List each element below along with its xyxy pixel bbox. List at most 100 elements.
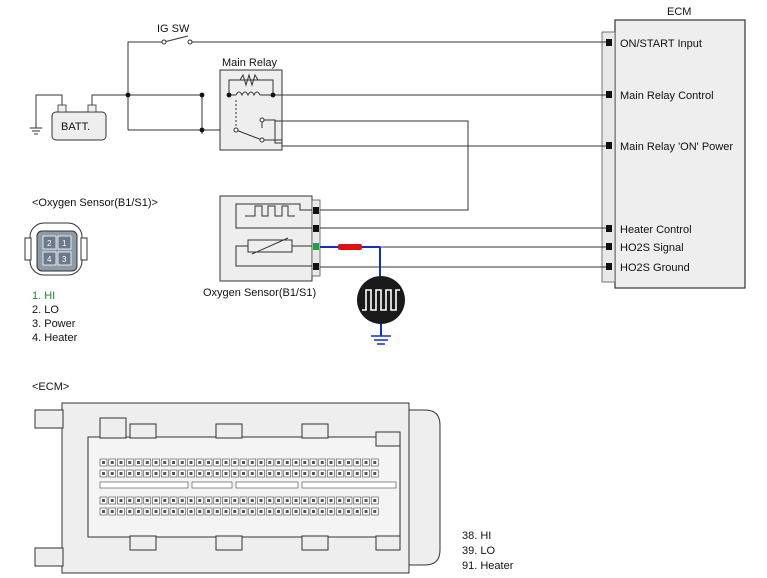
ecm-pin-cavity-dot xyxy=(329,461,333,464)
power-wiring xyxy=(91,35,606,134)
main-relay: Main Relay xyxy=(219,57,283,151)
connector-cavity-1 xyxy=(57,235,72,250)
ecm-pin-cavity-dot xyxy=(329,472,333,475)
ecm-pin-cavity-dot xyxy=(329,499,333,502)
ecm-pin-cavity-dot xyxy=(285,461,289,464)
ecm-pin-cavity-dot xyxy=(303,461,307,464)
ecm-pin-cavity-dot xyxy=(180,472,184,475)
ecm-pin-cavity-dot xyxy=(128,499,132,502)
junction-dot xyxy=(226,92,232,98)
ecm-pin-heater-control xyxy=(606,225,612,232)
ecm-box-outline xyxy=(614,19,746,289)
battery-body xyxy=(51,111,107,141)
ecm-pin-cavity-dot xyxy=(215,461,219,464)
ecm-pin-cavity-dot xyxy=(242,472,245,475)
ecm-pin-cavity-dot xyxy=(102,499,105,502)
ecm-pin-cavity-dot xyxy=(347,499,350,502)
ecm-pin-cavity-dot xyxy=(268,510,272,513)
ecm-pin-cavity-dot xyxy=(268,472,272,475)
ecm-pin-cavity-dot xyxy=(312,472,315,475)
ecm-pin-cavity-dot xyxy=(338,472,342,475)
sensor-pin-signal xyxy=(313,243,319,250)
junction-dot xyxy=(199,127,205,133)
ecm-pin-cavity-dot xyxy=(128,461,132,464)
relay-contact xyxy=(259,117,265,123)
ecm-pin-cavity-dot xyxy=(268,461,272,464)
ecm-pin-cavity-dot xyxy=(312,461,315,464)
ecm-pin-divider xyxy=(191,481,233,489)
ecm-pin-cavity-dot xyxy=(163,510,167,513)
ecm-pin-cavity-dot xyxy=(277,461,280,464)
ecm-pin-cavity-dot xyxy=(189,499,193,502)
main-relay-label: Main Relay xyxy=(222,57,278,69)
ecm-pin-divider xyxy=(99,481,189,489)
ecm-pin-cavity-dot xyxy=(224,461,228,464)
ecm-pin-cavity-dot xyxy=(364,472,368,475)
ecm-pin-cavity-dot xyxy=(285,510,289,513)
ecm-pin-cavity-dot xyxy=(250,472,254,475)
battery: BATT. xyxy=(51,104,107,141)
ecm-pin-cavity-dot xyxy=(355,472,359,475)
ecm-pin-cavity-dot xyxy=(198,499,202,502)
ecm-pin-cavity-dot xyxy=(277,510,280,513)
ecm-pin-cavity-dot xyxy=(373,499,377,502)
ecm-pin-cavity-dot xyxy=(110,499,114,502)
ecm-pin-cavity-dot xyxy=(268,499,272,502)
ecm-pin-divider xyxy=(100,519,380,524)
connector-sensor-title: <Oxygen Sensor(B1/S1)> xyxy=(32,197,158,209)
ig-switch-label: IG SW xyxy=(157,23,190,35)
ecm-pin-cavity-dot xyxy=(320,499,324,502)
ecm-pin-cavity-dot xyxy=(198,510,202,513)
signal-resistor-mark xyxy=(338,244,362,250)
sensor-pin xyxy=(313,207,319,214)
sensor-pin-list-item: 4. Heater xyxy=(32,332,78,344)
ecm-pin-cavity-dot xyxy=(347,510,350,513)
ecm-pin-cavity-dot xyxy=(233,499,237,502)
ecm-pin-cavity-dot xyxy=(294,461,298,464)
ecm-pin-cavity-dot xyxy=(320,461,324,464)
ecm-pin-cavity-dot xyxy=(207,499,210,502)
ecm-pin-cavity-dot xyxy=(102,510,105,513)
ecm-pin-cavity-dot xyxy=(119,510,123,513)
connector-ecm: <ECM> 38. HI 39. LO 91. Heater xyxy=(32,381,514,574)
ecm-pin-cavity-dot xyxy=(189,510,193,513)
ecm-pin-main-relay-on-power xyxy=(606,142,612,149)
oxygen-sensor-box xyxy=(219,195,313,282)
connector-cavity-number: 2 xyxy=(47,239,52,248)
ecm-pin-cavity-dot xyxy=(294,472,298,475)
ecm-pin-cavity-dot xyxy=(303,510,307,513)
ecm-pin-cavity-dot xyxy=(137,461,140,464)
ecm-pin-cavity-dot xyxy=(294,510,298,513)
ecm-pin-cavity-dot xyxy=(242,510,245,513)
connector-ecm-pin-grid xyxy=(99,458,397,524)
ecm-pin-cavity-dot xyxy=(373,461,377,464)
heater-element-icon xyxy=(235,203,312,229)
oscilloscope-icon xyxy=(357,276,405,345)
ecm-pin-cavity-dot xyxy=(259,461,263,464)
sensor-pin-list-item: 1. HI xyxy=(32,290,55,302)
ecm-pin-cavity-dot xyxy=(172,461,175,464)
junction-dot xyxy=(125,92,131,98)
connector-ecm-title: <ECM> xyxy=(32,381,69,393)
ecm-pin-cavity-dot xyxy=(102,472,105,475)
ecm-pin-cavity-dot xyxy=(189,461,193,464)
ecm-pin-cavity-dot xyxy=(373,472,377,475)
ecm-pin-cavity-dot xyxy=(338,461,342,464)
ecm-pin-cavity-dot xyxy=(364,499,368,502)
ecm-pin-cavity-dot xyxy=(259,499,263,502)
ecm-pin-cavity-dot xyxy=(163,499,167,502)
sensor-pin-list-item: 3. Power xyxy=(32,318,76,330)
battery-terminal-plus xyxy=(87,104,97,113)
ecm-pin-cavity-dot xyxy=(154,499,158,502)
junction-dot xyxy=(199,92,205,98)
sensing-element-icon xyxy=(235,237,312,267)
ecm-pin-cavity-dot xyxy=(154,461,158,464)
connector-cavity-3 xyxy=(57,251,72,266)
ecm-pin-cavity-dot xyxy=(312,510,315,513)
sensor-pin-list-item: 2. LO xyxy=(32,304,59,316)
ecm-pin-cavity-dot xyxy=(110,510,114,513)
ecm-pin-cavity-dot xyxy=(137,472,140,475)
ecm-pin-main-relay-control xyxy=(606,91,612,98)
connector-cavity-4 xyxy=(42,251,57,266)
